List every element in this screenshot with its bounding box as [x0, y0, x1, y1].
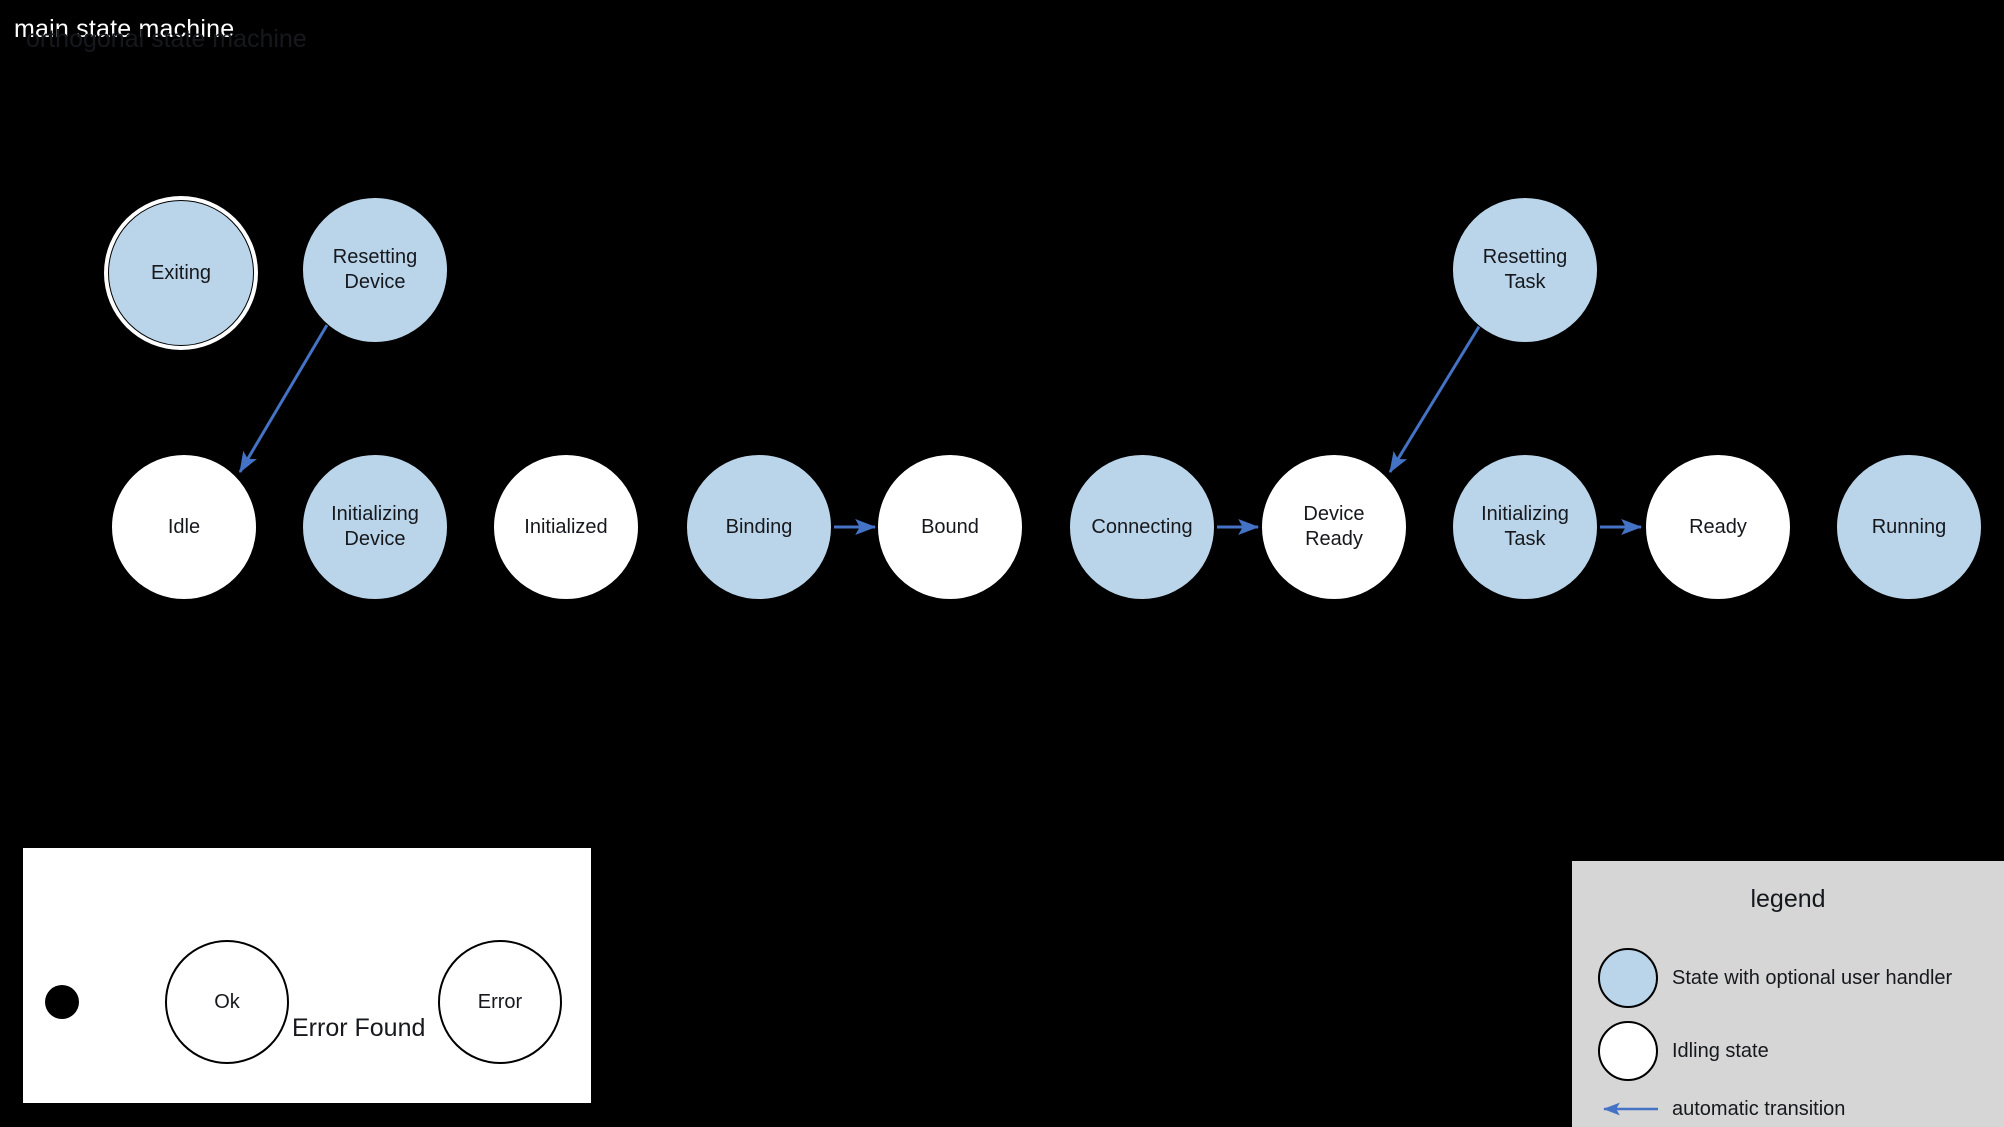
state-label: Device Ready — [1303, 503, 1365, 550]
state-label: Initializing Task — [1481, 503, 1569, 550]
state-binding[interactable]: Binding — [686, 454, 832, 600]
legend-item-handler-state: State with optional user handler — [1598, 948, 1952, 1008]
state-device-ready[interactable]: Device Ready — [1261, 454, 1407, 600]
initial-state-dot-icon — [45, 985, 79, 1019]
state-initialized[interactable]: Initialized — [493, 454, 639, 600]
handler-state-circle-icon — [1598, 948, 1658, 1008]
state-initializing-device[interactable]: Initializing Device — [302, 454, 448, 600]
legend-panel: legend State with optional user handler … — [1571, 860, 2004, 1127]
state-label: Error — [477, 990, 523, 1013]
state-label: Binding — [725, 515, 793, 538]
state-label: Ready — [1689, 515, 1747, 538]
state-running[interactable]: Running — [1836, 454, 1982, 600]
state-label: Connecting — [1091, 515, 1193, 538]
state-label: Resetting Device — [332, 246, 418, 293]
ortho-state-ok[interactable]: Ok — [165, 940, 289, 1064]
state-initializing-task[interactable]: Initializing Task — [1452, 454, 1598, 600]
state-label: Idle — [167, 515, 201, 538]
transition-label-error-found: Error Found — [292, 1014, 426, 1042]
transition-resetting-task-to-device-ready — [1388, 324, 1482, 474]
idling-state-circle-icon — [1598, 1021, 1658, 1081]
transition-resetting-device-to-idle — [238, 324, 329, 474]
state-label: Running — [1871, 515, 1947, 538]
legend-title: legend — [1750, 885, 1826, 913]
legend-item-label: Idling state — [1672, 1040, 1769, 1062]
state-idle[interactable]: Idle — [111, 454, 257, 600]
legend-item-label: State with optional user handler — [1672, 967, 1953, 989]
state-label: Resetting Task — [1482, 246, 1568, 293]
legend-item-label: automatic transition — [1672, 1098, 1846, 1120]
orthogonal-state-machine-title: orthogonal state machine — [26, 25, 307, 53]
ortho-state-error[interactable]: Error — [438, 940, 562, 1064]
state-ready[interactable]: Ready — [1645, 454, 1791, 600]
legend-item-automatic-transition: automatic transition — [1598, 1097, 1845, 1121]
arrow-left-icon — [1598, 1099, 1658, 1119]
state-resetting-device[interactable]: Resetting Device — [302, 197, 448, 343]
state-label: Ok — [214, 990, 240, 1013]
state-label: Bound — [921, 515, 979, 538]
state-connecting[interactable]: Connecting — [1069, 454, 1215, 600]
page-title: main state machine — [14, 15, 235, 43]
state-label: Initializing Device — [331, 503, 419, 550]
state-label: Exiting — [150, 261, 212, 284]
state-exiting[interactable]: Exiting — [108, 200, 254, 346]
state-resetting-task[interactable]: Resetting Task — [1452, 197, 1598, 343]
state-bound[interactable]: Bound — [877, 454, 1023, 600]
state-label: Initialized — [524, 515, 608, 538]
legend-item-idling-state: Idling state — [1598, 1021, 1769, 1081]
